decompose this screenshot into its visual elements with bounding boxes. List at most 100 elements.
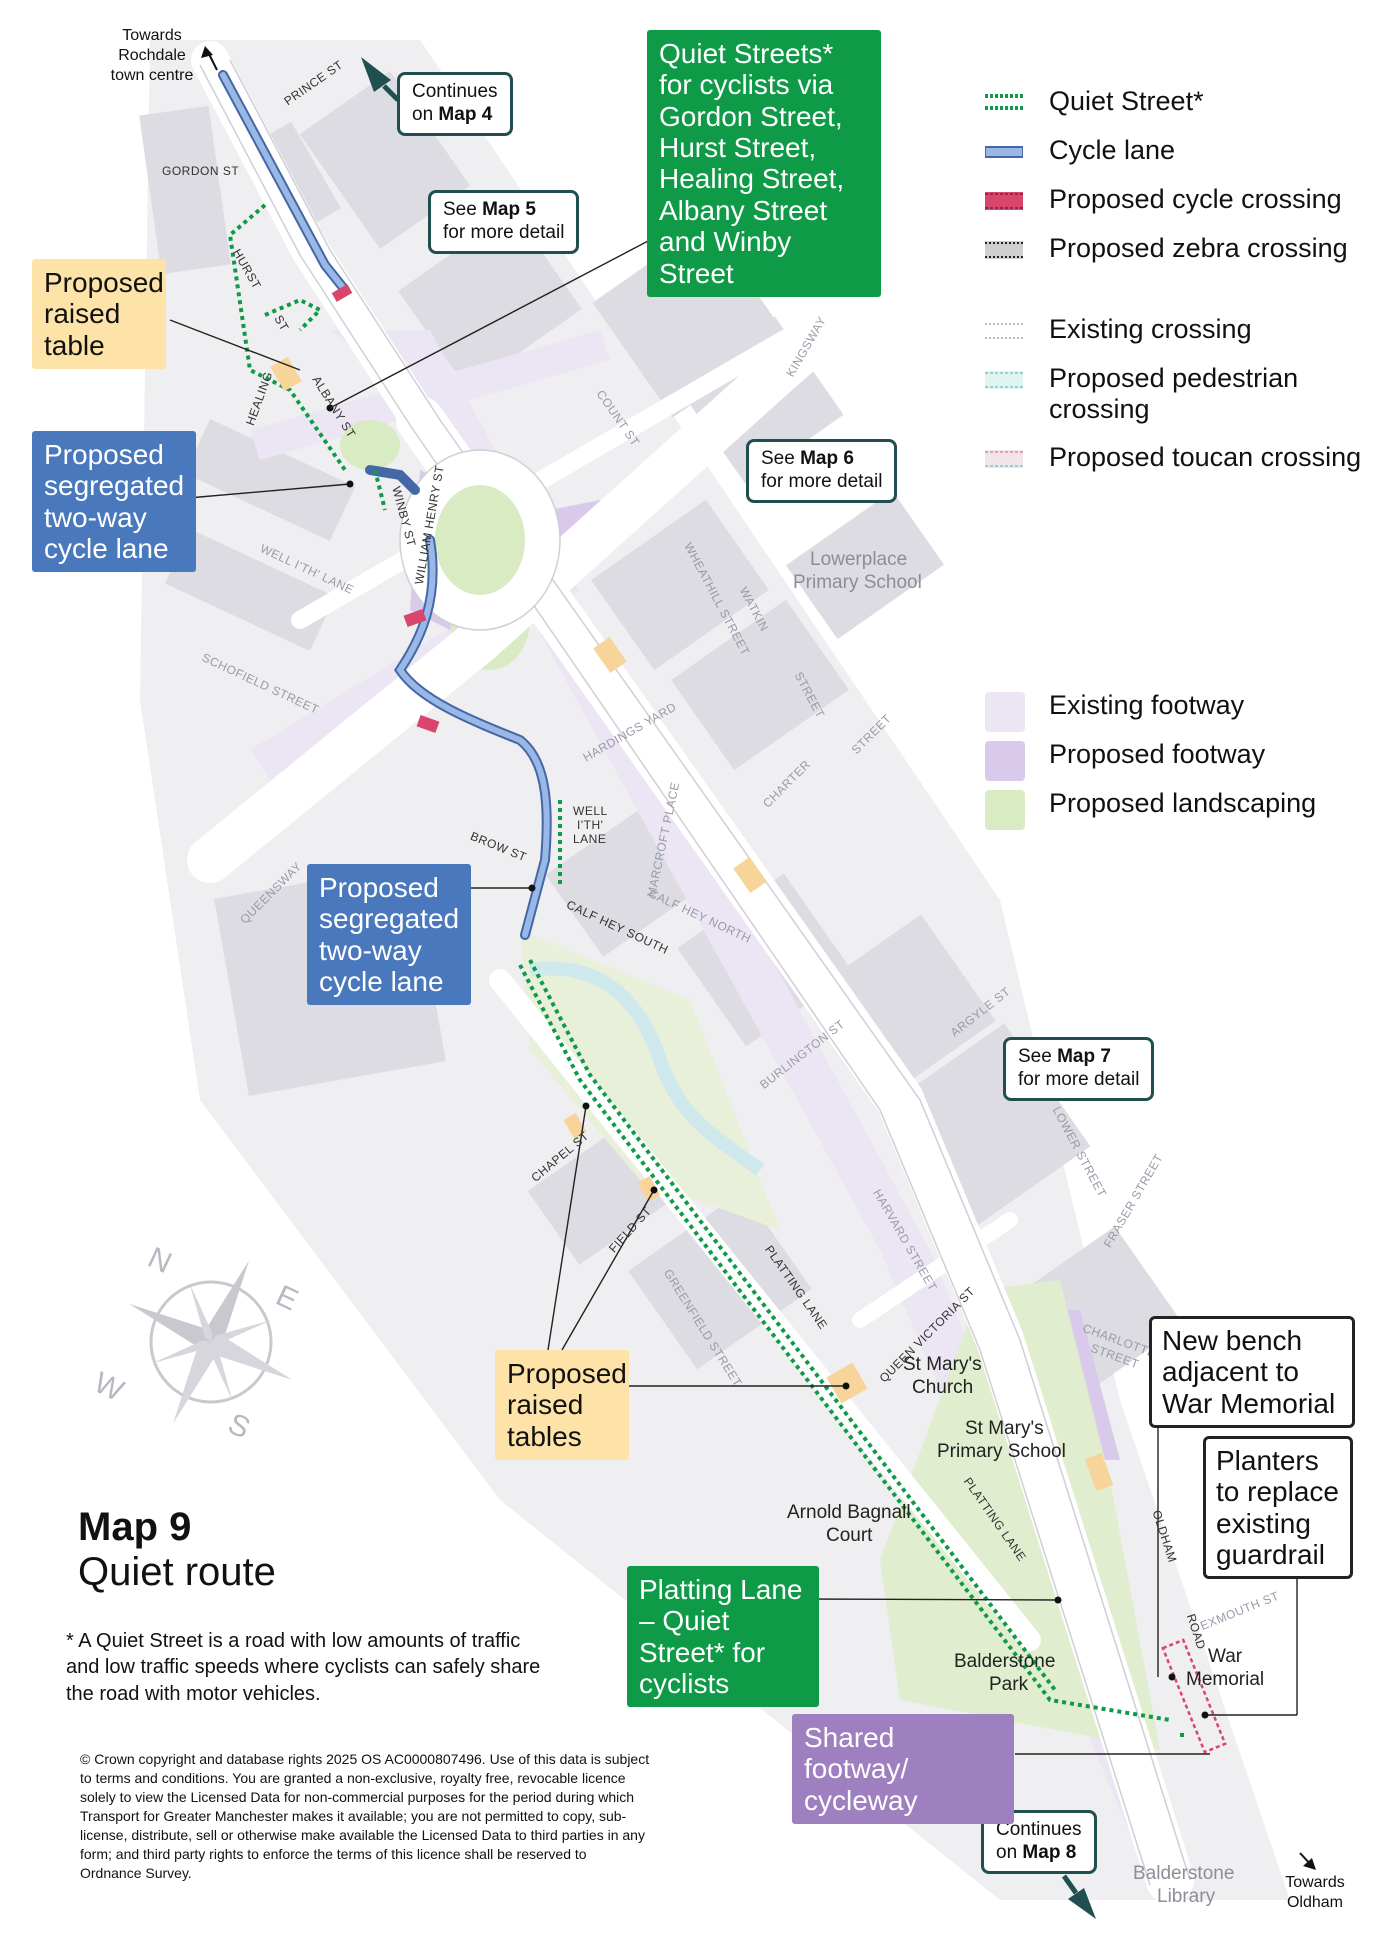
place-library-2: Library bbox=[1157, 1886, 1216, 1907]
place-balderstone-park-1: Balderstone bbox=[954, 1651, 1055, 1672]
legend-proposed-footway-label: Proposed footway bbox=[1049, 739, 1266, 769]
street-well-ith-lane-3: I'TH' bbox=[577, 818, 603, 832]
legend-existing-footway-swatch bbox=[985, 692, 1025, 732]
place-st-marys-school-1: St Mary's bbox=[965, 1418, 1044, 1439]
legend-row-existing-crossing: Existing crossing bbox=[985, 314, 1252, 345]
legend-toucan-swatch bbox=[985, 450, 1023, 468]
continues-map-4-line2: on Map 4 bbox=[412, 104, 498, 127]
callout-raised-tables: Proposed raised tables bbox=[495, 1350, 629, 1461]
legend-row-cycle-crossing: Proposed cycle crossing bbox=[985, 184, 1342, 215]
legend-ped-crossing-label: Proposed pedestrian crossing bbox=[1049, 363, 1299, 424]
map-title: Map 9 bbox=[78, 1505, 192, 1549]
map-title-block: Map 9 Quiet route bbox=[78, 1505, 276, 1595]
place-balderstone-park-2: Park bbox=[989, 1674, 1029, 1695]
legend-row-cycle: Cycle lane bbox=[985, 135, 1175, 166]
callout-platting-lane: Platting Lane – Quiet Street* for cyclis… bbox=[627, 1566, 819, 1708]
continues-map-4-line1: Continues bbox=[412, 81, 498, 102]
road-edges bbox=[199, 59, 1191, 1886]
legend-landscaping-label: Proposed landscaping bbox=[1049, 788, 1317, 818]
see-map-7-line2: for more detail bbox=[1018, 1068, 1140, 1090]
river bbox=[529, 961, 765, 1176]
legend-landscaping-swatch bbox=[985, 790, 1025, 830]
legend-row-proposed-footway: Proposed footway bbox=[985, 739, 1266, 781]
callout-segregated-1: Proposed segregated two-way cycle lane bbox=[32, 431, 196, 573]
place-st-marys-school-2: Primary School bbox=[937, 1441, 1066, 1462]
place-arnold-2: Court bbox=[826, 1525, 873, 1546]
continues-map-8-ref: Map 8 bbox=[1022, 1841, 1077, 1863]
place-st-marys-church-2: Church bbox=[912, 1377, 973, 1398]
quiet-streets bbox=[227, 203, 1185, 1737]
continues-map-8-on: on bbox=[996, 1841, 1023, 1863]
see-map-6[interactable]: See Map 6 for more detail bbox=[746, 439, 898, 503]
direction-arrows bbox=[201, 46, 1316, 1919]
callout-new-bench: New bench adjacent to War Memorial bbox=[1149, 1316, 1355, 1429]
see-map-5-line1: See Map 5 bbox=[443, 199, 564, 222]
direction-rochdale: Towards Rochdale town centre bbox=[110, 27, 194, 84]
callout-quiet-streets: Quiet Streets* for cyclists via Gordon S… bbox=[647, 30, 881, 297]
see-map-7-line1: See Map 7 bbox=[1018, 1046, 1139, 1069]
see-map-5-pre: See bbox=[443, 199, 483, 220]
place-war-memorial-1: War bbox=[1208, 1646, 1243, 1667]
legend-cycle-crossing-swatch bbox=[985, 192, 1023, 210]
street-well-ith-lane-4: LANE bbox=[573, 832, 606, 846]
legend-row-quiet: Quiet Street* bbox=[985, 86, 1204, 117]
callout-shared-footway: Shared footway/ cycleway bbox=[792, 1714, 1014, 1825]
continues-map-4-ref: Map 4 bbox=[438, 103, 493, 125]
leader-dots bbox=[326, 404, 1209, 1719]
legend-zebra-swatch bbox=[985, 241, 1023, 259]
place-lowerplace-2: Primary School bbox=[793, 572, 922, 593]
see-map-7-ref: Map 7 bbox=[1057, 1046, 1111, 1067]
place-war-memorial-2: Memorial bbox=[1186, 1669, 1264, 1690]
callout-planters: Planters to replace existing guardrail bbox=[1203, 1436, 1353, 1580]
compass-rose bbox=[129, 1260, 293, 1424]
legend-row-ped-crossing: Proposed pedestrian crossing bbox=[985, 363, 1305, 425]
see-map-6-line1: See Map 6 bbox=[761, 448, 882, 471]
legend-proposed-footway-swatch bbox=[985, 741, 1025, 781]
callout-segregated-2: Proposed segregated two-way cycle lane bbox=[307, 864, 471, 1006]
leader-lines bbox=[169, 239, 1298, 1755]
cycle-crossings bbox=[331, 284, 440, 734]
see-map-6-pre: See bbox=[761, 448, 801, 469]
continues-map-8-line1: Continues bbox=[996, 1819, 1082, 1840]
legend-cycle-label: Cycle lane bbox=[1049, 135, 1176, 165]
see-map-5-line2: for more detail bbox=[443, 221, 565, 243]
continues-map-4[interactable]: Continues on Map 4 bbox=[397, 72, 513, 136]
place-arnold-1: Arnold Bagnall bbox=[787, 1502, 911, 1523]
continues-map-4-on: on bbox=[412, 103, 439, 125]
legend-cycle-crossing-label: Proposed cycle crossing bbox=[1049, 184, 1342, 214]
place-library-1: Balderstone bbox=[1133, 1863, 1234, 1884]
legend-row-landscaping: Proposed landscaping bbox=[985, 788, 1317, 830]
place-st-marys-church-1: St Mary's bbox=[903, 1354, 982, 1375]
legend-row-zebra: Proposed zebra crossing bbox=[985, 233, 1348, 264]
see-map-7-pre: See bbox=[1018, 1046, 1058, 1067]
legend-cycle-swatch bbox=[985, 146, 1023, 158]
place-labels: Lowerplace Primary School St Mary's Chur… bbox=[787, 549, 1264, 1907]
cycle-lanes bbox=[218, 70, 552, 940]
direction-oldham: Towards Oldham bbox=[1285, 1874, 1345, 1911]
legend-toucan-label: Proposed toucan crossing bbox=[1049, 442, 1362, 472]
legend-existing-crossing-swatch bbox=[985, 323, 1023, 339]
legend-existing-footway-label: Existing footway bbox=[1049, 690, 1245, 720]
street-gordon: GORDON ST bbox=[162, 164, 239, 178]
quiet-street-footnote: * A Quiet Street is a road with low amou… bbox=[66, 1630, 541, 1705]
legend-zebra-label: Proposed zebra crossing bbox=[1049, 233, 1348, 263]
place-lowerplace-1: Lowerplace bbox=[810, 549, 907, 570]
legend-row-existing-footway: Existing footway bbox=[985, 690, 1245, 732]
legend-quiet-label: Quiet Street* bbox=[1049, 86, 1204, 116]
legend-ped-crossing-swatch bbox=[985, 371, 1023, 389]
see-map-7[interactable]: See Map 7 for more detail bbox=[1003, 1037, 1155, 1101]
legend-quiet-swatch bbox=[985, 94, 1023, 110]
copyright-notice: © Crown copyright and database rights 20… bbox=[80, 1751, 650, 1882]
shared-footway-outline bbox=[1161, 1638, 1227, 1754]
see-map-6-ref: Map 6 bbox=[800, 448, 854, 469]
see-map-6-line2: for more detail bbox=[761, 470, 883, 492]
map-subtitle: Quiet route bbox=[78, 1550, 276, 1594]
see-map-5-ref: Map 5 bbox=[482, 199, 536, 220]
legend-existing-crossing-label: Existing crossing bbox=[1049, 314, 1252, 344]
street-well-ith-lane-2: WELL bbox=[573, 804, 608, 818]
continues-map-8-line2: on Map 8 bbox=[996, 1842, 1082, 1865]
legend-row-toucan: Proposed toucan crossing bbox=[985, 442, 1361, 473]
see-map-5[interactable]: See Map 5 for more detail bbox=[428, 190, 580, 254]
